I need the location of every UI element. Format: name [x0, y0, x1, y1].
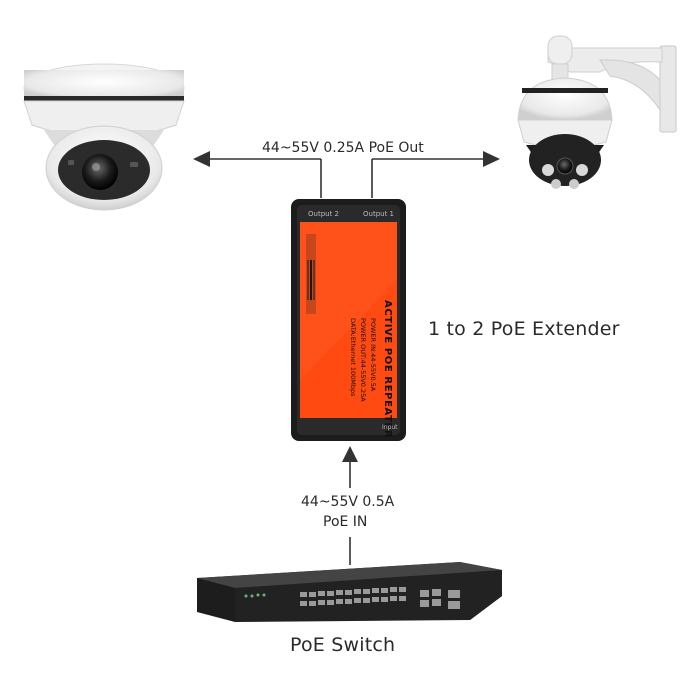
device-spec-power-out: POWER OUT:44-55V0.25A — [359, 318, 367, 402]
device-title: ACTIVE POE REPEATER — [382, 300, 393, 439]
poe-repeater-device — [291, 199, 406, 441]
device-spec-power-in: POWER IN:44-55V0.5A — [369, 318, 377, 392]
dome-camera-icon — [23, 63, 185, 211]
arrowhead-left — [193, 151, 210, 167]
poe-out-label: 44~55V 0.25A PoE Out — [262, 140, 424, 156]
device-output-1-label: Output 1 — [363, 210, 394, 218]
network-switch-icon — [197, 562, 502, 622]
extender-label: 1 to 2 PoE Extender — [428, 318, 620, 340]
device-output-2-label: Output 2 — [308, 210, 339, 218]
poe-in-label-line1: 44~55V 0.5A — [301, 494, 395, 510]
poe-in-arrow — [342, 446, 358, 565]
switch-label: PoE Switch — [290, 634, 396, 656]
poe-out-arrow — [205, 158, 488, 198]
device-spec-data: DATA:Ethernet 100Mbps — [349, 318, 357, 397]
poe-in-label-line2: PoE IN — [323, 514, 368, 530]
device-input-label: Input — [382, 424, 398, 431]
ptz-camera-icon — [517, 35, 677, 189]
arrowhead-right — [483, 151, 500, 167]
